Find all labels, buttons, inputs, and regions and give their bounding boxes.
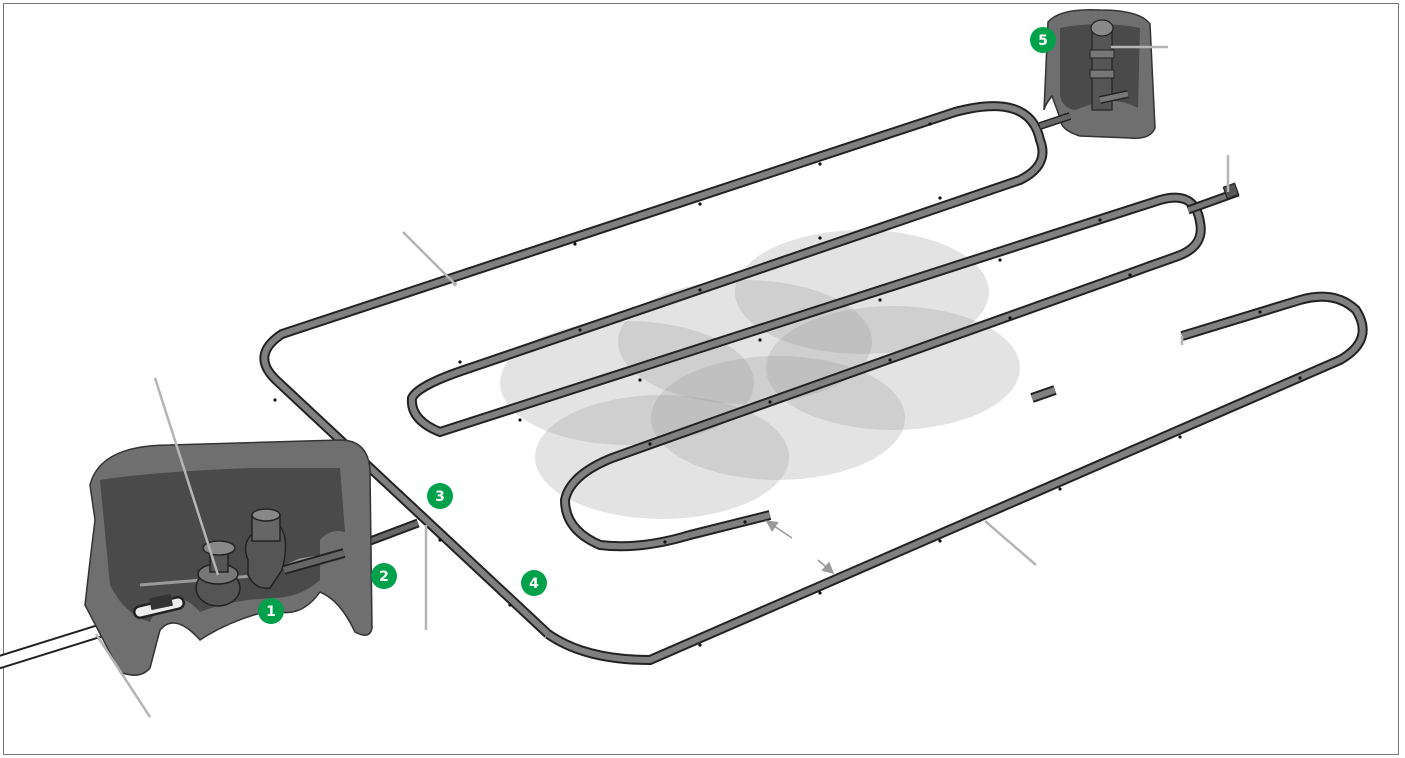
callout-badge-1: 1: [258, 598, 284, 624]
spray-zone-6: [535, 395, 789, 519]
flow-arrows: [765, 520, 835, 574]
callout-badge-5-label: 5: [1038, 33, 1048, 49]
diagram-frame: [3, 3, 1399, 755]
callout-badge-2: 2: [371, 563, 397, 589]
callout-badge-4: 4: [521, 570, 547, 596]
drip-tubing: [259, 101, 1368, 666]
flush-valve-box-icon: [1038, 9, 1156, 140]
emitter-dots: [273, 122, 1302, 647]
end-plug-fitting: [1186, 182, 1240, 215]
callout-badge-5: 5: [1030, 27, 1056, 53]
callout-badge-1-label: 1: [266, 604, 276, 620]
leader-lines: [94, 45, 1230, 718]
callout-badge-3: 3: [427, 483, 453, 509]
spray-zone-5: [651, 356, 905, 480]
callout-badge-4-label: 4: [529, 576, 539, 592]
callout-badge-2-label: 2: [379, 569, 389, 585]
valve-box-icon: [84, 439, 373, 676]
callout-badge-3-label: 3: [435, 489, 445, 505]
